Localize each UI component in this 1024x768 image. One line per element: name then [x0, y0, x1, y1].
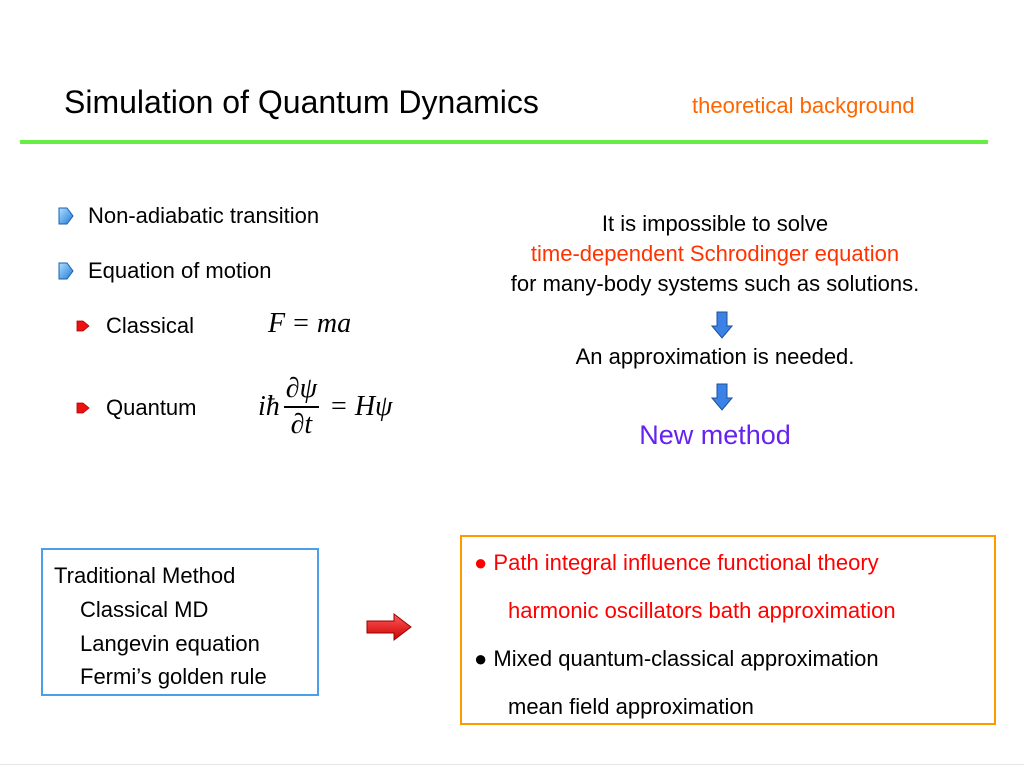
partial-derivative-fraction: ∂ψ ∂t	[283, 372, 320, 442]
slide-subtitle: theoretical background	[692, 93, 915, 118]
statement-line-highlight: time-dependent Schrodinger equation	[530, 241, 900, 266]
bullet-equation-of-motion: Equation of motion	[58, 257, 271, 285]
equation-lhs: F	[268, 308, 286, 339]
equals-sign: =	[331, 391, 347, 422]
blue-down-arrow-icon	[711, 383, 733, 411]
red-right-arrow-icon	[366, 612, 412, 642]
new-method-item-label: Path integral influence functional theor…	[493, 550, 879, 575]
footer-divider	[0, 764, 1024, 765]
slide-title: Simulation of Quantum Dynamics	[64, 84, 539, 120]
traditional-method-box: Traditional Method Classical MD Langevin…	[41, 548, 319, 696]
red-arrowhead-bullet-icon	[76, 320, 90, 332]
new-method-item-path-integral: ● Path integral influence functional the…	[474, 549, 879, 577]
sub-bullet-quantum: Quantum	[76, 394, 197, 422]
blue-tab-bullet-icon	[58, 262, 74, 280]
statement-line: An approximation is needed.	[575, 344, 855, 369]
bullet-label: Non-adiabatic transition	[88, 203, 320, 228]
sub-bullet-label: Quantum	[106, 395, 197, 420]
bullet-dot-icon: ●	[474, 550, 488, 575]
bullet-label: Equation of motion	[88, 258, 272, 283]
new-method-subitem: harmonic oscillators bath approximation	[508, 598, 896, 623]
equation-rhs: Hψ	[354, 391, 393, 422]
title-divider	[20, 140, 988, 144]
red-arrowhead-bullet-icon	[76, 402, 90, 414]
sub-bullet-classical: Classical	[76, 312, 194, 340]
equation-prefix: iħ	[258, 391, 280, 422]
bullet-dot-icon: ●	[474, 646, 488, 671]
traditional-item: Langevin equation	[80, 631, 260, 656]
impossibility-statement: It is impossible to solve time-dependent…	[450, 209, 980, 299]
fraction-numerator: ∂ψ	[285, 373, 318, 404]
schrodinger-equation: iħ ∂ψ ∂t = Hψ	[258, 372, 392, 442]
statement-line: It is impossible to solve	[601, 211, 829, 236]
fraction-bar	[283, 406, 320, 408]
traditional-method-title: Traditional Method	[54, 563, 236, 588]
sub-bullet-label: Classical	[106, 313, 195, 338]
traditional-item: Fermi’s golden rule	[80, 664, 267, 689]
traditional-item: Classical MD	[80, 597, 209, 622]
new-methods-box: ● Path integral influence functional the…	[460, 535, 996, 725]
equation-rhs: ma	[316, 308, 352, 339]
new-method-label: New method	[639, 420, 791, 450]
bullet-non-adiabatic: Non-adiabatic transition	[58, 202, 319, 230]
new-method-subitem: mean field approximation	[508, 694, 754, 719]
classical-equation: F=ma	[268, 308, 351, 340]
statement-line: for many-body systems such as solutions.	[510, 271, 920, 296]
fraction-denominator: ∂t	[290, 409, 313, 440]
blue-tab-bullet-icon	[58, 207, 74, 225]
approximation-statement: An approximation is needed.	[450, 342, 980, 372]
new-method-item-label: Mixed quantum-classical approximation	[493, 646, 879, 671]
equals-sign: =	[293, 308, 309, 339]
blue-down-arrow-icon	[711, 311, 733, 339]
new-method-item-mixed: ● Mixed quantum-classical approximation	[474, 645, 879, 673]
